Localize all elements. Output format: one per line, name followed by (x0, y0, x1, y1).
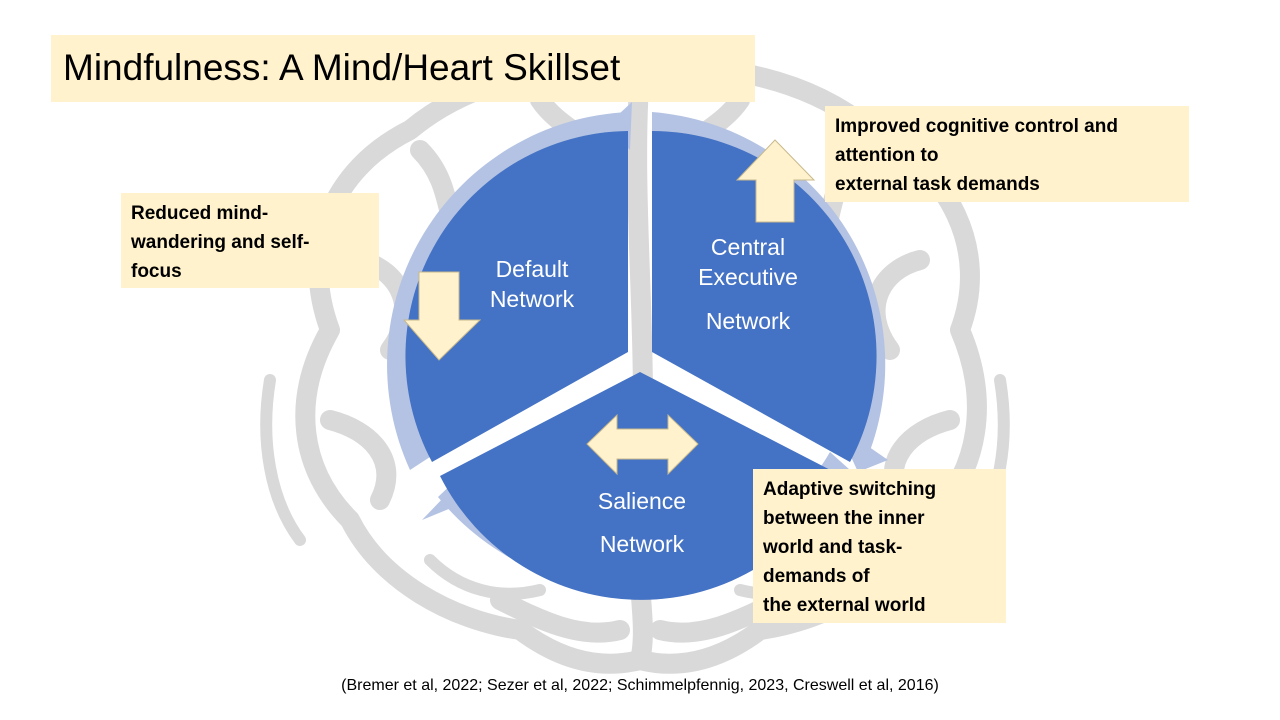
up-arrow-icon (735, 139, 816, 223)
segment-default-network (405, 131, 628, 462)
salience-network-label-net: Network (562, 529, 722, 559)
callout-salience-line3: world and task- (763, 537, 903, 558)
default-network-label-line1: Default (495, 256, 569, 282)
callout-central-line2: attention to (835, 145, 939, 166)
left-right-arrow-icon (586, 413, 699, 476)
central-executive-label-line1: Central (710, 234, 786, 260)
salience-network-label-line1: Salience (597, 488, 687, 514)
default-network-label-line2: Network (489, 286, 575, 312)
ring-arc-default (387, 112, 628, 470)
central-executive-label: Central Executive (668, 232, 828, 292)
callout-central-executive: Improved cognitive control and attention… (825, 106, 1189, 202)
page-title: Mindfulness: A Mind/Heart Skillset (63, 47, 621, 88)
salience-network-label: Salience (562, 486, 722, 516)
central-executive-label-line2: Executive (698, 264, 798, 290)
segment-salience-network (440, 372, 842, 600)
segment-central-executive-network (652, 131, 877, 462)
callout-salience-line1: Adaptive switching (763, 479, 937, 500)
callout-salience-line5: the external world (763, 595, 926, 616)
default-network-label: Default Network (452, 254, 612, 314)
callout-salience-line4: demands of (763, 566, 870, 587)
callout-default-line1: Reduced mind- (131, 203, 269, 224)
callout-default-network: Reduced mind- wandering and self- focus (121, 193, 379, 288)
callout-central-line3: external task demands (835, 174, 1040, 195)
title-box: Mindfulness: A Mind/Heart Skillset (51, 35, 755, 102)
pie-segments (405, 131, 877, 600)
callout-default-line3: focus (131, 261, 182, 282)
salience-network-label-line2: Network (599, 531, 685, 557)
callout-default-line2: wandering and self- (131, 232, 310, 253)
down-arrow-icon (402, 271, 482, 361)
central-executive-network-label: Network (668, 306, 828, 336)
callout-salience-line2: between the inner (763, 508, 925, 529)
callout-central-line1: Improved cognitive control and (835, 116, 1118, 137)
citation-text: (Bremer et al, 2022; Sezer et al, 2022; … (341, 677, 939, 694)
callout-salience-network: Adaptive switching between the inner wor… (753, 469, 1006, 623)
central-executive-label-line3: Network (705, 308, 791, 334)
